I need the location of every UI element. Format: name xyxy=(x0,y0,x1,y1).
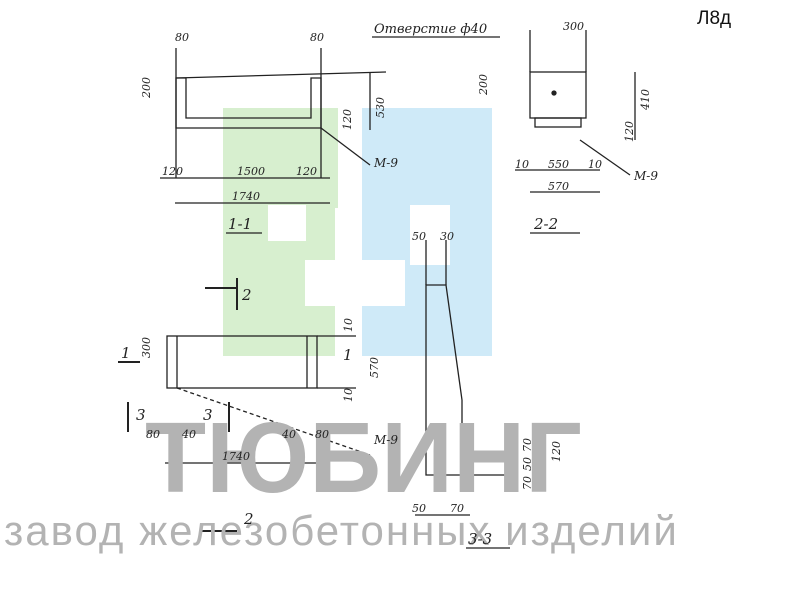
plan-cut-1-right-label: 1 xyxy=(343,346,353,364)
s33-title: 3-3 xyxy=(468,530,492,548)
s11-part: M-9 xyxy=(373,156,398,170)
s33-dim-top-30: 30 xyxy=(440,230,454,243)
watermark-brand: ТЮБИНГ xyxy=(145,402,582,514)
section-1-1-dim-top xyxy=(175,71,387,79)
s33-dim-right-120: 120 xyxy=(550,441,563,462)
logo-white-cut-b xyxy=(305,260,405,306)
s11-dim-inner: 120 xyxy=(341,109,354,130)
s33-dim-bottom-50: 50 xyxy=(412,502,426,515)
s33-dim-right-50: 50 xyxy=(521,457,534,471)
plan-outline xyxy=(166,335,318,389)
watermark-tagline: завод железобетонных изделий xyxy=(4,507,679,554)
s11-dim-left-height: 200 xyxy=(140,77,153,99)
linework xyxy=(118,30,636,549)
hole-marker xyxy=(551,90,557,96)
s33-dim-bottom-70: 70 xyxy=(450,502,464,515)
plan-cut-2-top-label: 2 xyxy=(241,286,252,304)
s33-dim-top-50: 50 xyxy=(412,230,426,243)
plan-cut-3-left-label: 3 xyxy=(136,406,146,424)
plan-cut-3-mid-label: 3 xyxy=(203,406,213,424)
watermark-logo xyxy=(223,108,492,356)
section-3-3-outline xyxy=(425,284,513,476)
plan-cut-2-bottom-label: 2 xyxy=(243,510,254,528)
plan-dim-right-mid: 570 xyxy=(368,357,381,378)
s11-dim-bottom-left: 120 xyxy=(162,165,183,178)
plan-dim-left-80: 80 xyxy=(146,428,160,441)
s22-part: M-9 xyxy=(633,169,658,183)
plan-dim-right-40: 40 xyxy=(281,428,296,441)
section-2-2-leader xyxy=(579,139,631,176)
s11-dim-top-left: 80 xyxy=(175,31,189,44)
plan-part: M-9 xyxy=(373,433,398,447)
s11-dim-total: 1740 xyxy=(232,190,260,203)
s22-dim-side-right: 10 xyxy=(588,158,602,171)
plan-cut-1-left-label: 1 xyxy=(121,344,131,362)
plan-dim-right-bottom: 10 xyxy=(342,388,355,402)
s22-title: 2-2 xyxy=(533,215,558,233)
s33-dim-right-70b: 70 xyxy=(521,476,534,490)
s11-title: 1-1 xyxy=(228,215,252,233)
plan-dim-right-80: 80 xyxy=(315,428,329,441)
section-2-2-block xyxy=(529,71,587,119)
s11-dim-span: 1500 xyxy=(237,165,265,178)
s22-dim-inner-width: 550 xyxy=(548,158,569,171)
s22-dim-left: 200 xyxy=(477,74,490,96)
s22-dim-right-top: 410 xyxy=(639,89,652,111)
s22-dim-side-left: 10 xyxy=(515,158,529,171)
s11-dim-bottom-right: 120 xyxy=(296,165,317,178)
logo-green-block-b xyxy=(298,108,338,208)
plan-dim-total: 1740 xyxy=(222,450,250,463)
s22-dim-total: 570 xyxy=(548,180,569,193)
s33-dim-right-70: 70 xyxy=(521,438,534,452)
section-1-1-leader xyxy=(320,127,371,166)
logo-white-cut-a xyxy=(268,205,306,241)
logo-white-cut-c xyxy=(410,205,450,265)
s11-dim-top-right: 80 xyxy=(310,31,324,44)
plan-dim-height: 300 xyxy=(140,337,153,358)
s22-dim-top: 300 xyxy=(563,20,584,33)
plan-dim-left-40: 40 xyxy=(181,428,196,441)
section-2-2-lip xyxy=(534,117,582,128)
sheet-code: Л8д xyxy=(697,8,732,29)
s11-dim-right-height: 530 xyxy=(374,97,387,118)
plan-leader xyxy=(176,387,371,456)
s22-dim-right-bottom: 120 xyxy=(623,121,636,142)
plan-dim-right-top: 10 xyxy=(342,318,355,332)
hole-note: Отверстие ф40 xyxy=(374,22,487,37)
section-1-1-outline xyxy=(175,77,322,129)
